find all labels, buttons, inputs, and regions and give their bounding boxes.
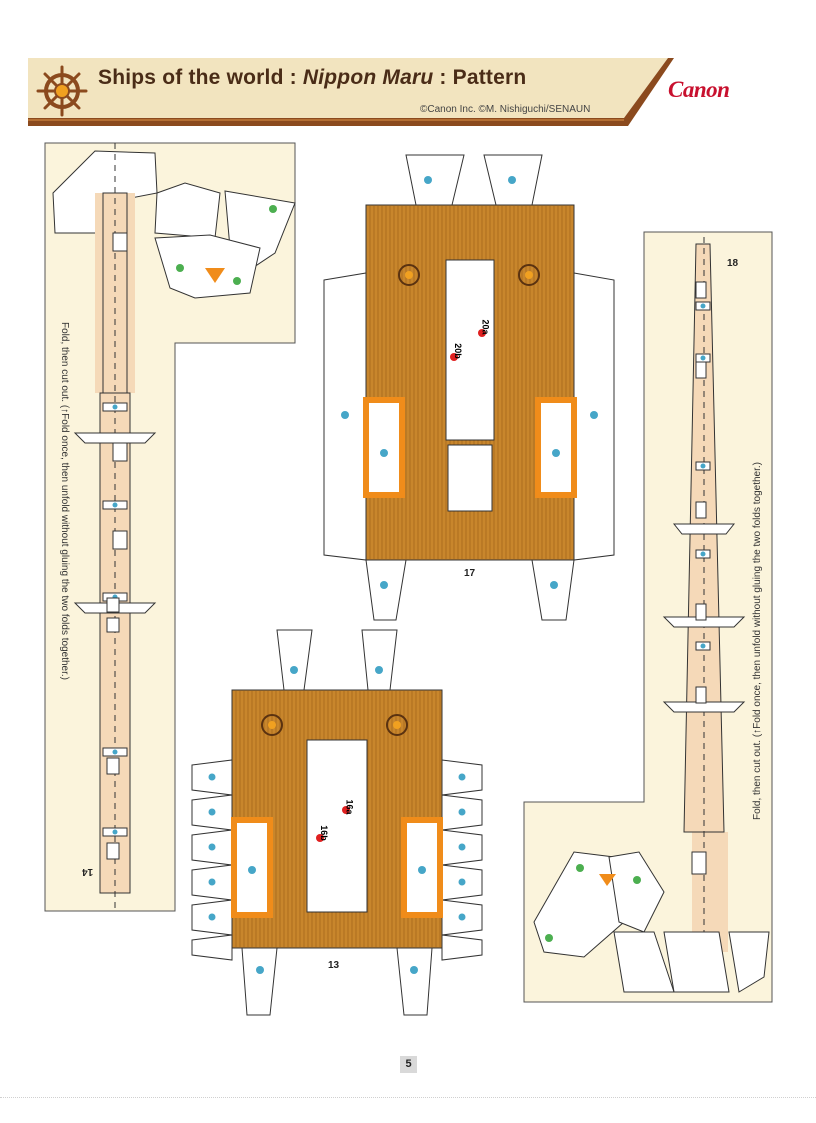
- top-deck-part-number: 17: [464, 568, 476, 579]
- top-deck-label-a: 20a: [480, 319, 491, 335]
- copyright-notice: ©Canon Inc. ©M. Nishiguchi/SENAUN: [420, 104, 591, 115]
- page-title: Ships of the world : Nippon Maru : Patte…: [98, 66, 527, 89]
- ship-wheel-icon: [36, 65, 88, 117]
- bottom-deck-label-a: 16a: [344, 799, 355, 815]
- brand-logo: Canon: [668, 77, 730, 102]
- right-mast-panel: [523, 231, 773, 1003]
- left-mast-part-number: 14: [82, 866, 94, 877]
- left-instruction-text: Fold, then cut out. (↑Fold once, then un…: [59, 322, 70, 680]
- right-mast-part-number: 18: [727, 258, 739, 269]
- top-deck-pattern: [323, 154, 615, 621]
- left-mast-panel: [44, 142, 296, 912]
- footer-divider: [0, 1097, 816, 1098]
- bottom-deck-pattern: [191, 629, 483, 1016]
- page-number: 5: [400, 1056, 417, 1073]
- bottom-deck-label-b: 16b: [318, 825, 329, 841]
- header-band: [28, 58, 674, 126]
- right-instruction-text: Fold, then cut out. (↑Fold once, then un…: [752, 462, 763, 820]
- top-deck-label-b: 20b: [452, 343, 463, 359]
- bottom-deck-part-number: 13: [328, 960, 340, 971]
